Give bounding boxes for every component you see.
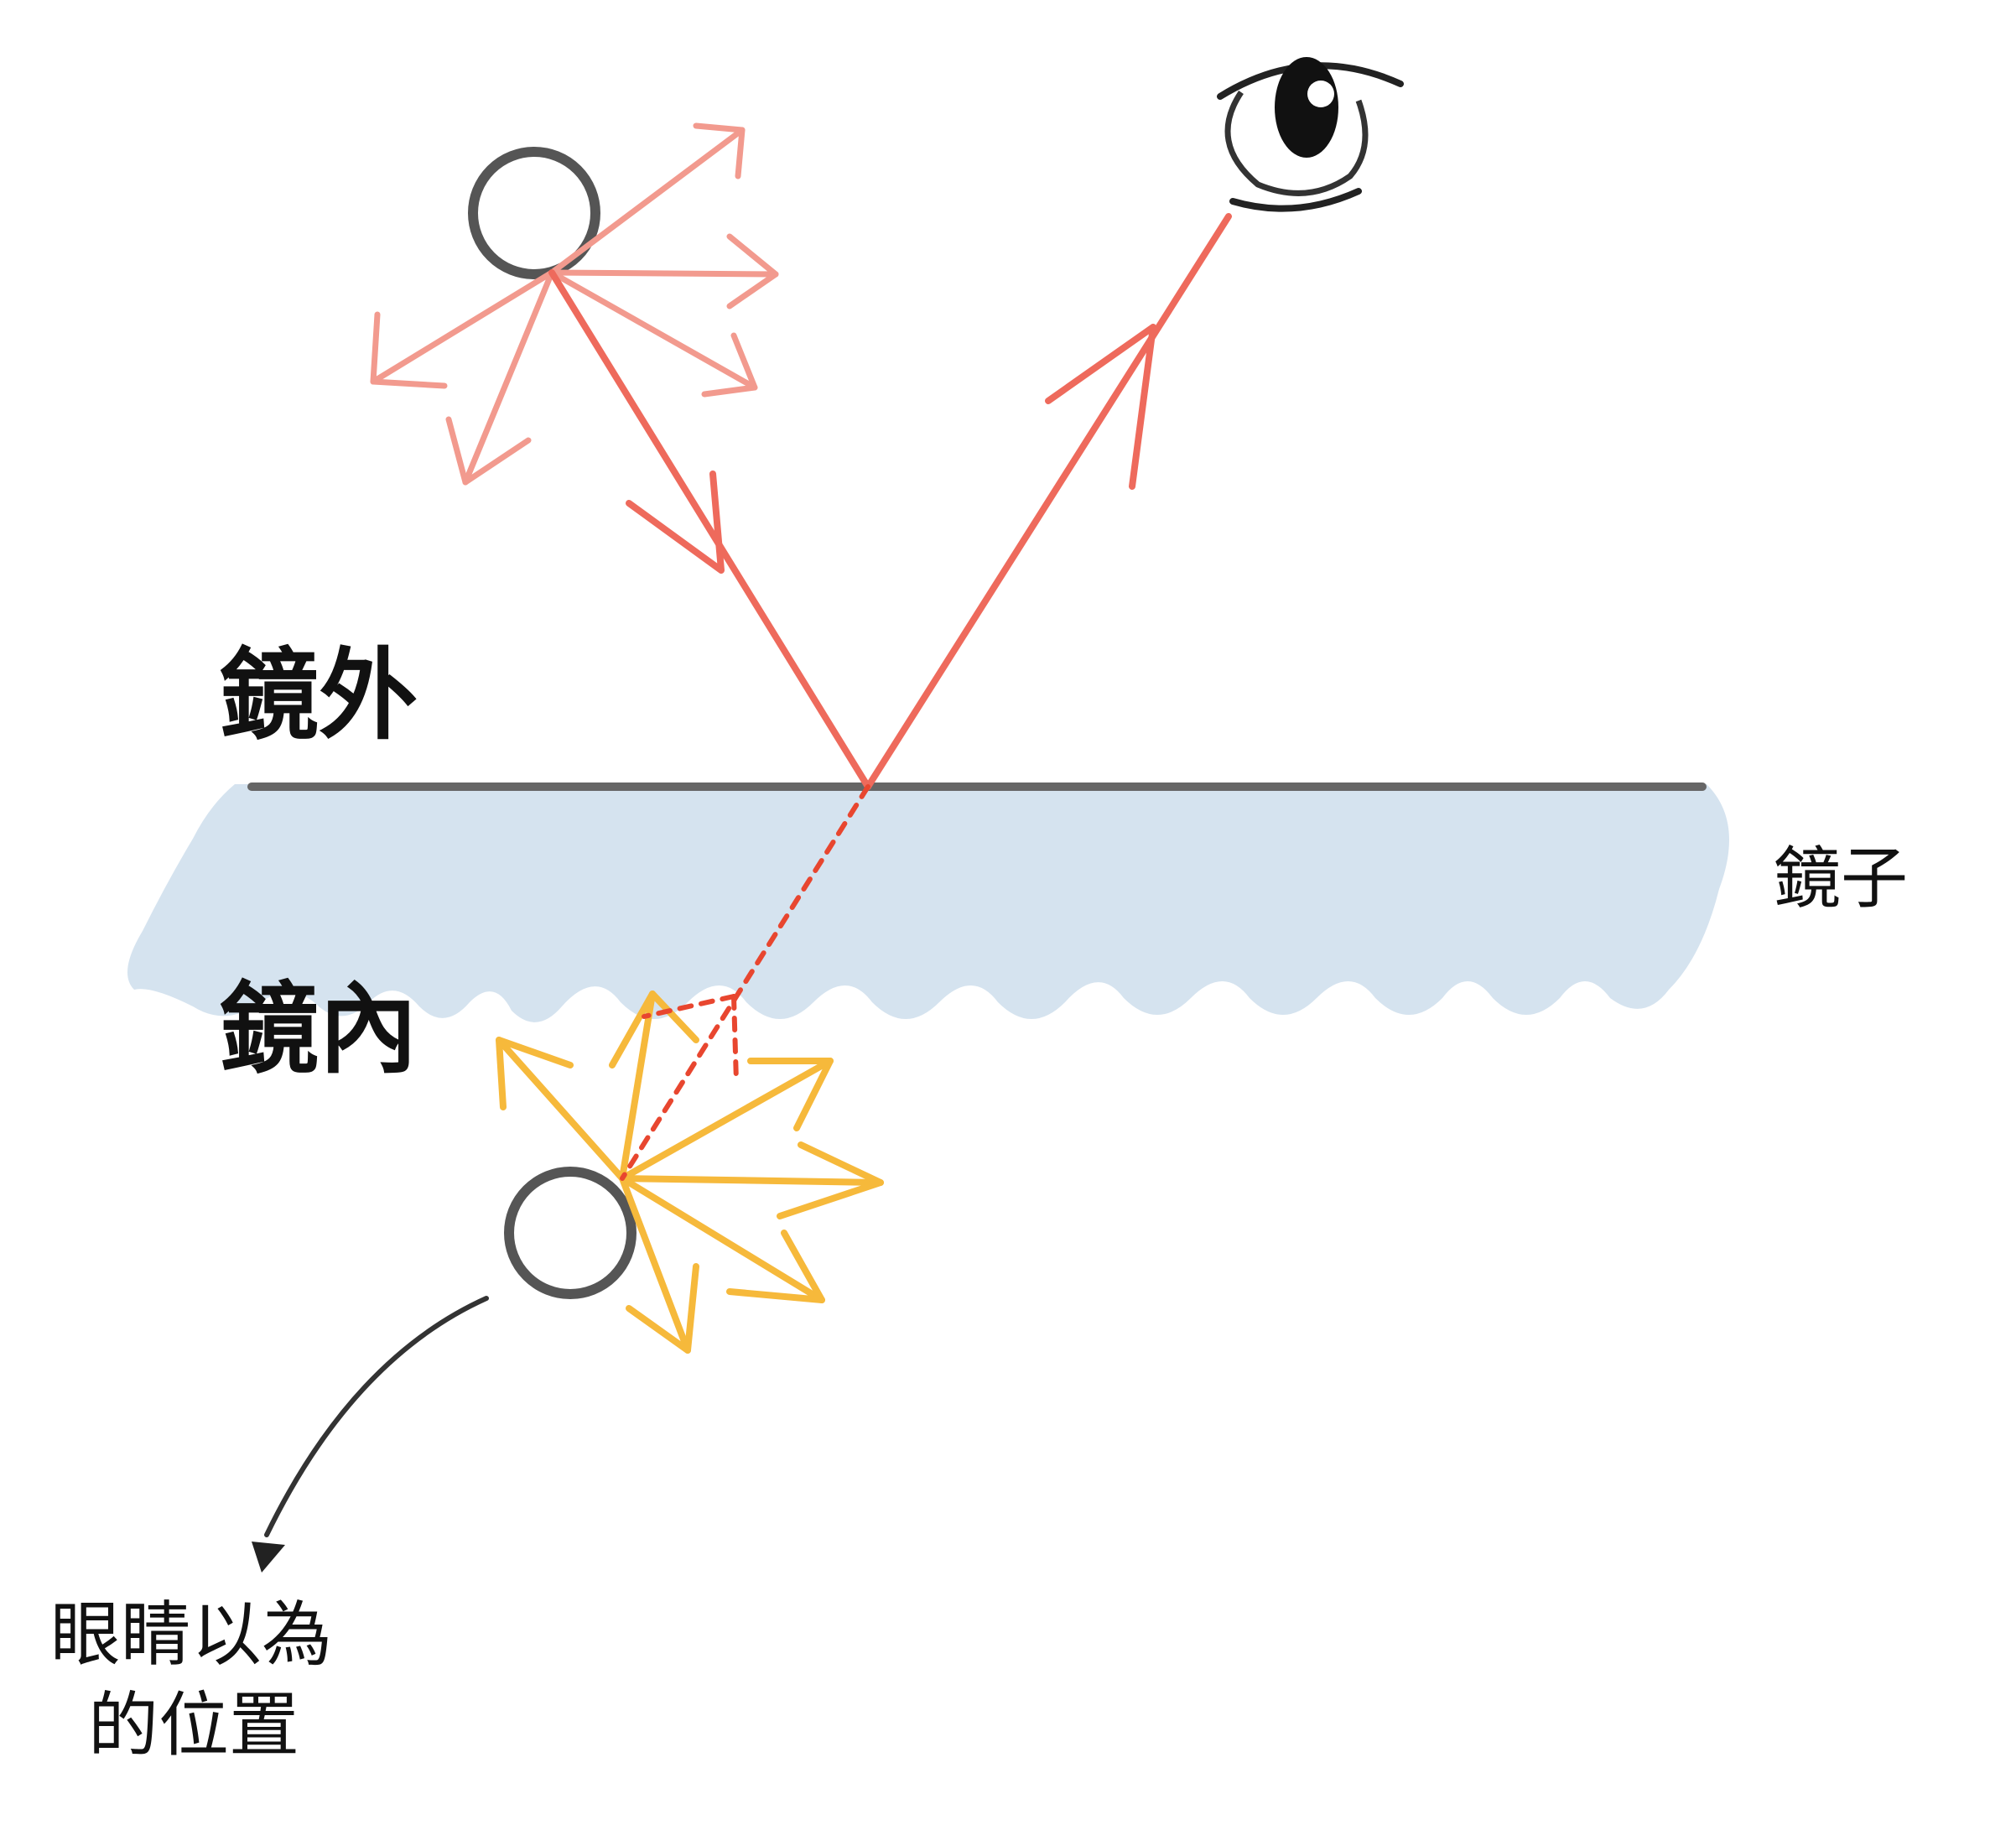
- incident-ray: [548, 269, 871, 790]
- label-outside-mirror: 鏡外: [220, 637, 418, 753]
- eye-icon: [1217, 57, 1404, 212]
- mirror-surface: [127, 784, 1729, 1022]
- circle-virtual-object-icon: [504, 1167, 636, 1299]
- label-perceived-position-line2: 的位置: [88, 1684, 299, 1766]
- label-perceived-position-line1: 眼睛以為: [50, 1594, 332, 1676]
- circle-object-icon: [468, 147, 600, 279]
- pointer-arrow: [252, 1296, 489, 1573]
- virtual-ray-extension: [620, 784, 870, 1181]
- reflected-ray: [865, 213, 1232, 790]
- real-object-rays: [370, 122, 779, 486]
- label-mirror: 鏡子: [1774, 840, 1908, 918]
- virtual-object-rays: [496, 990, 884, 1354]
- label-inside-mirror: 鏡內: [220, 971, 418, 1087]
